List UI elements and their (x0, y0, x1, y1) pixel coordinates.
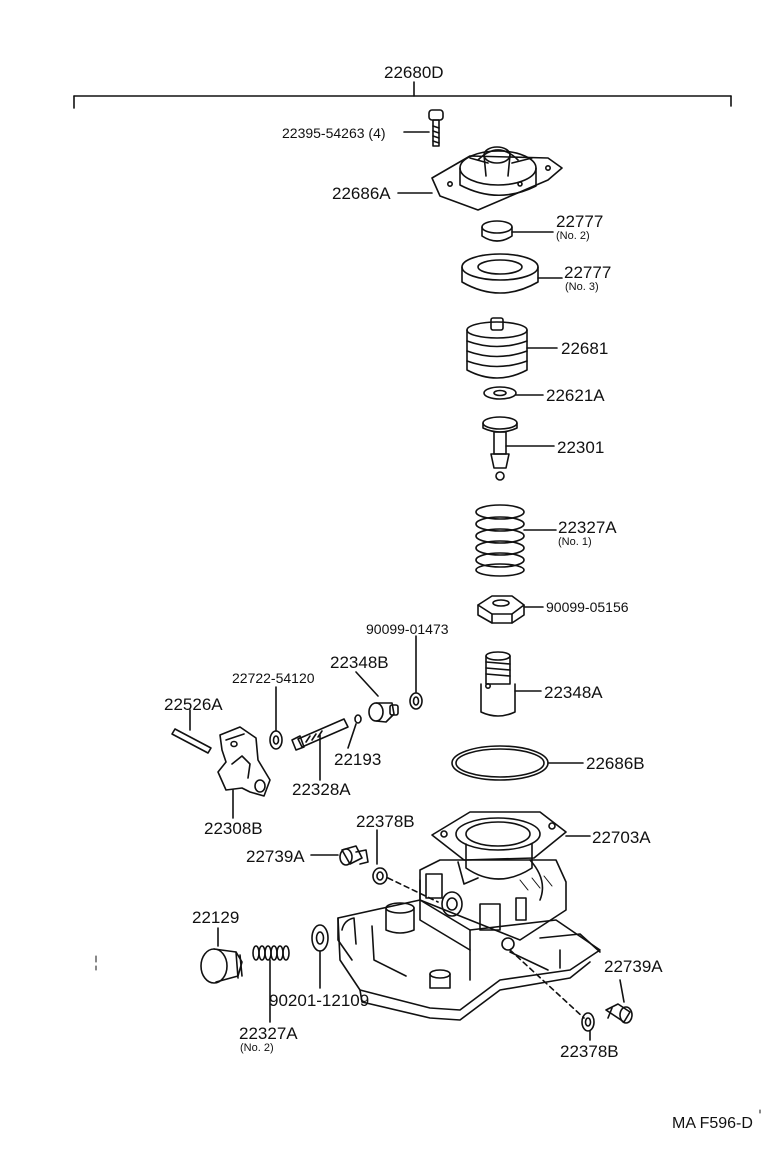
retainer-no3-note: (No. 3) (565, 281, 599, 293)
spring-no2-note: (No. 2) (240, 1042, 274, 1054)
pin-label: 22526A (164, 695, 223, 714)
spring-no2-label: 22327A (239, 1024, 298, 1043)
ring-label: 22722-54120 (232, 670, 315, 686)
bolt-lower-label: 22739A (604, 957, 663, 976)
plug-left-label: 22348B (330, 653, 389, 672)
bolt-upper-label: 22739A (246, 847, 305, 866)
cover-part (397, 146, 563, 211)
washer-small-part (483, 386, 544, 400)
spring-no2-part (252, 945, 290, 1023)
spring-no1-label: 22327A (558, 518, 617, 537)
ball-part (347, 714, 362, 749)
cap-part (200, 927, 243, 984)
scan-specks (95, 955, 761, 1114)
plug-right-label: 22348A (544, 683, 603, 702)
bracket-part (217, 726, 271, 819)
adjust-screw-part (291, 718, 349, 781)
screw-part (403, 109, 444, 147)
adjust-screw-label: 22328A (292, 780, 351, 799)
plug-right-part (480, 651, 542, 717)
assembly-bracket (73, 81, 732, 109)
diaphragm-label: 22681 (561, 339, 609, 358)
gasket-lower-label: 22378B (560, 1042, 619, 1061)
pin-part (171, 709, 212, 754)
lower-fastener-group (509, 949, 633, 1041)
diaphragm-part (466, 317, 558, 379)
retainer-no2-note: (No. 2) (556, 230, 590, 242)
retainer-no3-label: 22777 (564, 263, 612, 282)
retainer-no2-label: 22777 (556, 212, 604, 231)
screw-label: 22395-54263 (4) (282, 125, 386, 141)
ring-part (269, 686, 283, 750)
housing-part (337, 811, 601, 1021)
nut-label: 90099-05156 (546, 599, 629, 615)
spring-no1-part (475, 504, 557, 577)
spring-no1-note: (No. 1) (558, 536, 592, 548)
washer-small-label: 22621A (546, 386, 605, 405)
oring-large-part (451, 745, 584, 781)
gasket-small-part (409, 635, 423, 710)
figure-reference: MA F596-D (672, 1115, 753, 1132)
retainer-no3-part (461, 253, 563, 294)
gasket-upper-label: 22378B (356, 812, 415, 831)
valve-label: 22301 (557, 438, 605, 457)
assembly-label: 22680D (384, 63, 444, 82)
retainer-no2-part (481, 220, 554, 242)
cover-label: 22686A (332, 184, 391, 203)
upper-fastener-group (310, 829, 439, 903)
ball-label: 22193 (334, 750, 382, 769)
housing-label: 22703A (592, 828, 651, 847)
oring-large-label: 22686B (586, 754, 645, 773)
cap-label: 22129 (192, 908, 240, 927)
bracket-label: 22308B (204, 819, 263, 838)
nut-part (477, 595, 544, 624)
valve-part (482, 416, 555, 481)
plug-left-part (355, 671, 399, 723)
washer-90201-part (311, 924, 329, 989)
gasket-small-label: 90099-01473 (366, 621, 449, 637)
washer-90201-label: 90201-12109 (269, 991, 370, 1010)
